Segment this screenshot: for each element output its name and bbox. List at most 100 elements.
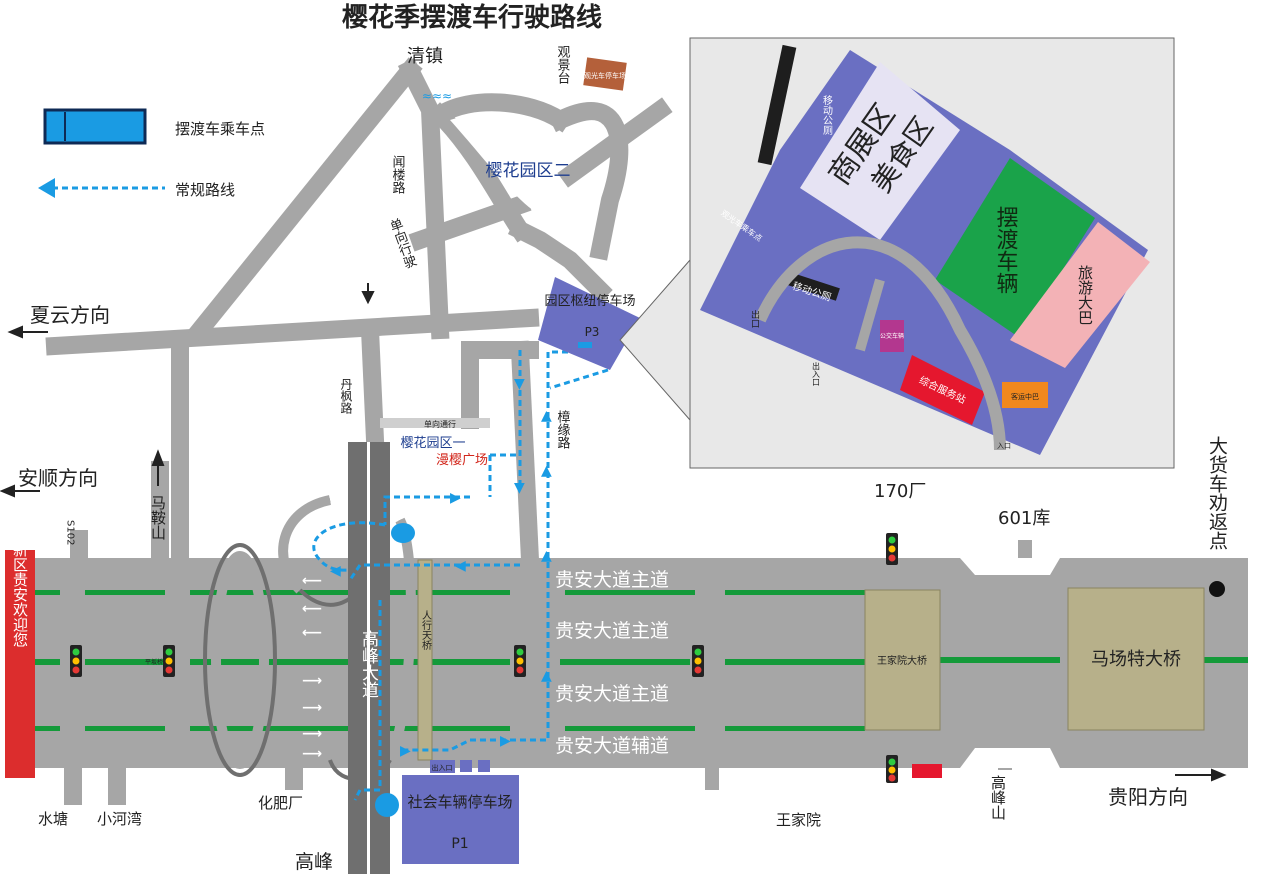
hub-parking <box>538 277 640 370</box>
hub-parking-code: P3 <box>585 325 600 339</box>
legend-bus-stop-label: 摆渡车乘车点 <box>175 120 265 138</box>
svg-text:▲: ▲ <box>541 463 552 479</box>
svg-text:▲: ▲ <box>541 548 552 564</box>
stub-601 <box>1018 540 1032 562</box>
parking-entrance-label: 出入口 <box>432 763 453 772</box>
label-main-road-2: 贵安大道主道 <box>555 620 669 642</box>
svg-text:⟵: ⟵ <box>302 601 322 617</box>
public-transit-label: 公交车辆 <box>880 332 904 340</box>
zone-shuttle-label: 摆渡车辆 <box>993 206 1019 294</box>
label-depot-601: 601库 <box>998 508 1050 529</box>
road-danfeng <box>360 320 385 450</box>
narrow-top <box>960 558 1060 575</box>
svg-text:⟵: ⟵ <box>302 625 322 641</box>
public-transit-zone <box>880 320 904 352</box>
inset-lane-curve <box>754 236 1006 451</box>
label-fertilizer: 化肥厂 <box>258 794 303 812</box>
social-parking-code: P1 <box>451 836 468 852</box>
label-truck-turn: 大货车劝返点 <box>1206 436 1228 550</box>
road-guanjing-loop <box>547 102 629 261</box>
label-shuitang: 水塘 <box>38 810 68 828</box>
road-zhangyuan <box>510 340 540 570</box>
hub-bus-stop-icon <box>578 342 592 348</box>
svg-text:⟶: ⟶ <box>302 746 322 762</box>
direction-arrows <box>0 283 1227 782</box>
label-wenlou-road: 闻楼路 <box>390 155 406 194</box>
label-park-zone-1: 樱花园区一 <box>400 435 465 451</box>
stub-shuitang <box>64 765 82 805</box>
svg-text:◀: ◀ <box>330 563 341 579</box>
wangjiayuan-bridge-label: 王家院大桥 <box>877 654 927 667</box>
service-station <box>900 355 985 425</box>
svg-text:▶: ▶ <box>400 743 411 759</box>
guanguang-parking <box>583 57 627 91</box>
legend-route-icon <box>38 178 165 198</box>
social-parking-name: 社会车辆停车场 <box>407 793 512 811</box>
place-labels: 清镇 观景台 闻楼路 单向行驶 樱花园区二 夏云方向 丹枫路 樱花园区一 漫樱广… <box>18 45 1228 873</box>
label-wangjiayuan: 王家院 <box>776 811 821 829</box>
social-parking <box>402 775 519 864</box>
small-red-sign <box>912 764 942 778</box>
svg-text:▶: ▶ <box>450 490 461 506</box>
inset-entrance-exit-label: 出入口 <box>812 361 821 386</box>
road-xiayun <box>45 308 540 356</box>
stub-s102 <box>70 530 88 560</box>
footbridge <box>417 559 433 761</box>
zone-food-commerce <box>800 62 960 240</box>
svg-text:⟵: ⟵ <box>302 573 322 589</box>
narrow-bottom <box>960 748 1060 768</box>
passenger-bus-zone <box>1002 382 1048 408</box>
parking-entrance <box>430 760 455 773</box>
label-gaofengshan: 高峰山 <box>989 775 1007 820</box>
road-zone2-cross <box>408 193 532 252</box>
road-wenlou <box>397 57 450 340</box>
stub-xiaohewan <box>108 765 126 805</box>
label-park-zone-2: 樱花园区二 <box>486 161 571 181</box>
toilet-strip-2 <box>786 272 840 301</box>
map-title: 樱花季摆渡车行驶路线 <box>342 2 602 33</box>
stub-fertilizer <box>285 765 303 790</box>
one-way-lane <box>380 418 490 428</box>
lane-arrows: ⟵ ⟵ ⟵ ⟶ ⟶ ⟶ ⟶ <box>302 573 322 762</box>
inset-entrance-label: 入口 <box>997 442 1011 450</box>
welcome-sign-label: 国家级新区贵安欢迎您 <box>11 497 29 647</box>
one-way-lane-label: 单向通行 <box>424 419 456 429</box>
legend-bus-icon <box>43 108 147 145</box>
label-manying-square: 漫樱广场 <box>436 452 488 468</box>
svg-text:▼: ▼ <box>514 480 525 496</box>
svg-text:▶: ▶ <box>500 733 511 749</box>
label-guanjingtai: 观景台 <box>555 45 571 84</box>
bus-stop-icon <box>391 523 415 543</box>
passenger-bus-label: 客运中巴 <box>1011 392 1039 401</box>
toilet-1-label: 移动公厕 <box>821 94 833 136</box>
road-qingzhen-west <box>187 57 423 343</box>
svg-text:▼: ▼ <box>514 376 525 392</box>
svg-text:◀: ◀ <box>455 558 466 574</box>
label-qingzhen: 清镇 <box>407 46 443 67</box>
label-guiyang: 贵阳方向 <box>1108 785 1188 809</box>
zone-tour-bus <box>1010 222 1150 368</box>
pingban-bridge-label: 平坂桥 <box>145 658 163 666</box>
label-maanshan: 马鞍山 <box>149 495 167 540</box>
road-to-hub <box>507 217 613 303</box>
label-main-road-1: 贵安大道主道 <box>555 569 669 591</box>
label-s102: S102 <box>65 520 76 545</box>
label-zhangyuan-road: 樟缘路 <box>555 410 571 449</box>
toilet-strip-1 <box>757 44 797 166</box>
label-xiayun: 夏云方向 <box>30 303 110 327</box>
loop-void <box>450 113 555 215</box>
truck-turn-marker <box>1209 581 1225 597</box>
svg-text:⟶: ⟶ <box>302 700 322 716</box>
stub-wangjiayuan <box>705 765 719 790</box>
machang-bridge-label: 马场特大桥 <box>1091 649 1181 670</box>
svg-text:⟶: ⟶ <box>302 726 322 742</box>
label-aux-road: 贵安大道辅道 <box>555 735 669 757</box>
guanguang-parking-label: 观光车停车场 <box>584 71 626 80</box>
svg-text:⟶: ⟶ <box>302 673 322 689</box>
label-anshun: 安顺方向 <box>18 466 98 490</box>
svg-text:▲: ▲ <box>541 408 552 424</box>
welcome-sign <box>5 550 35 778</box>
road-loop-inner <box>427 102 533 243</box>
